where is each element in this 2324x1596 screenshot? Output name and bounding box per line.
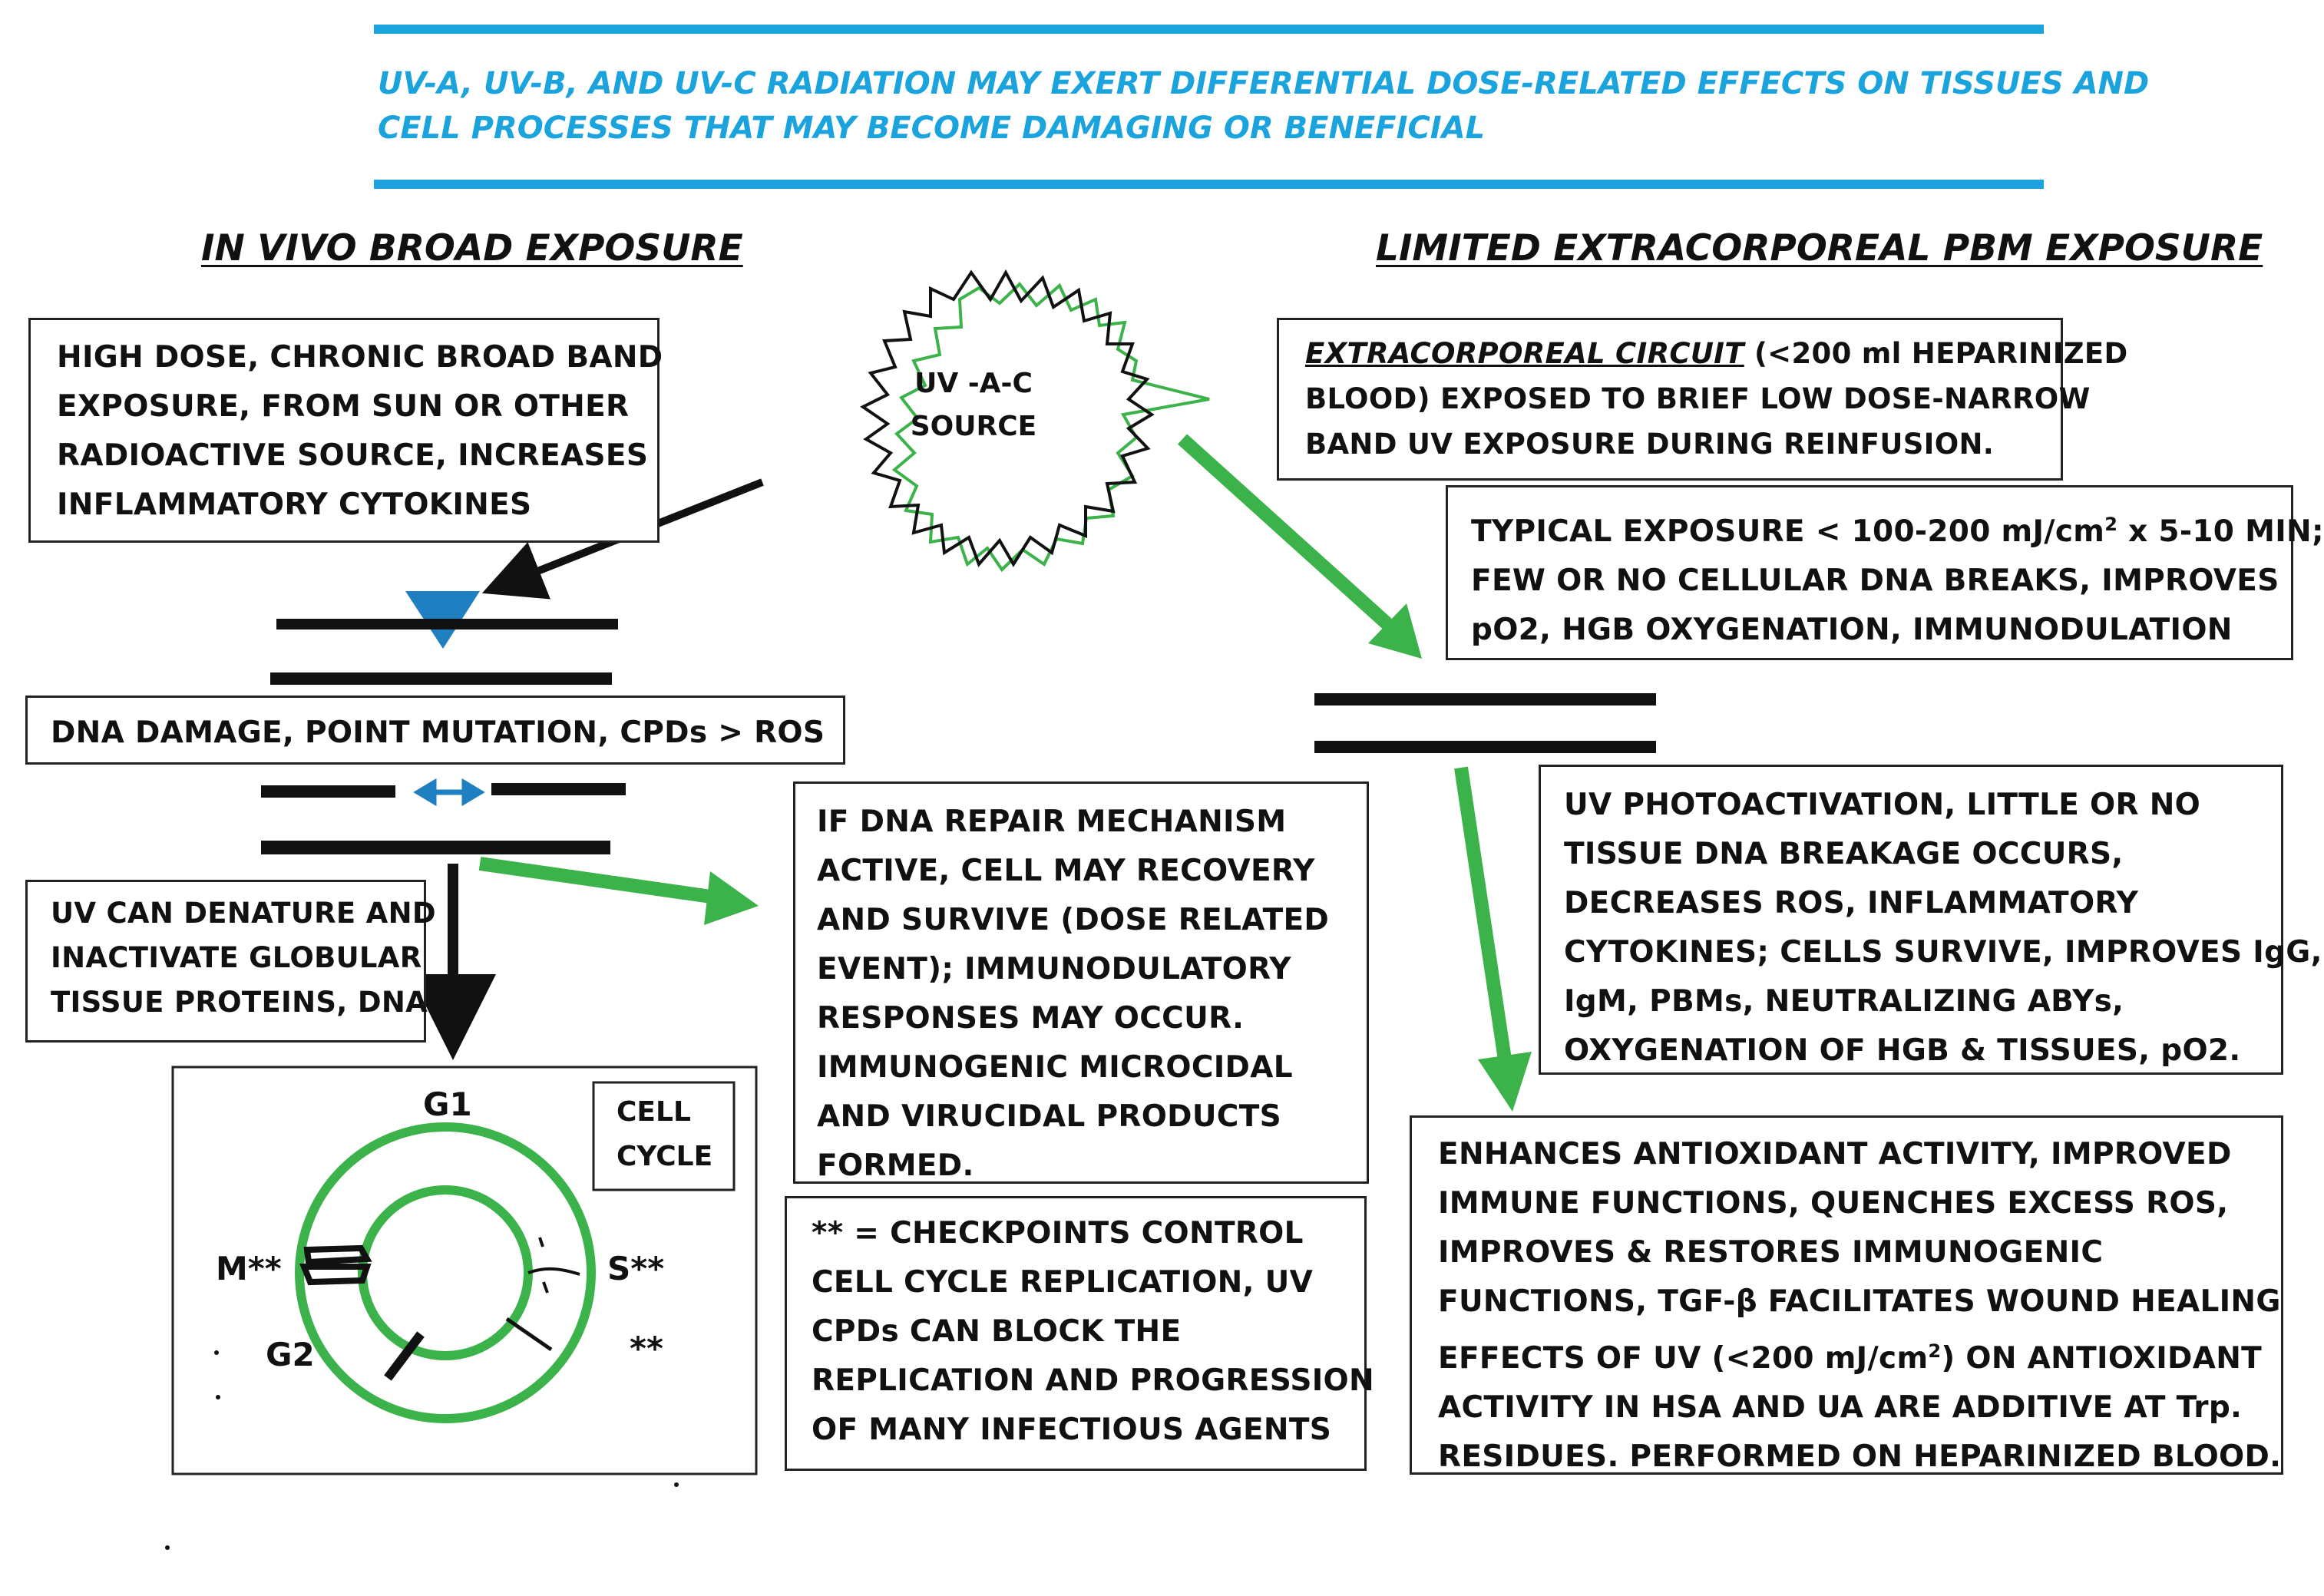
denature-line: TISSUE PROTEINS, DNA: [51, 986, 428, 1019]
cell-cycle-outer-ring: [295, 1122, 596, 1423]
typical-line-1: TYPICAL EXPOSURE < 100-200 mJ/cm2 x 5-10…: [1471, 500, 2324, 557]
enhances-line: EFFECTS OF UV (<200 mJ/cm2) ON ANTIOXIDA…: [1438, 1327, 2281, 1383]
repair-line: FORMED.: [817, 1148, 974, 1183]
double-arrow-icon: [413, 778, 485, 807]
circuit-line-3: BAND UV EXPOSURE DURING REINFUSION.: [1305, 428, 1995, 461]
photo-line: TISSUE DNA BREAKAGE OCCURS,: [1564, 837, 2124, 871]
repair-line: RESPONSES MAY OCCUR.: [817, 1001, 1245, 1036]
denature-box: UV CAN DENATURE AND INACTIVATE GLOBULAR …: [25, 880, 436, 1043]
repair-line: IMMUNOGENIC MICROCIDAL: [817, 1050, 1293, 1085]
cell-cycle-title-line-2: CYCLE: [617, 1141, 713, 1172]
stray-dot: [214, 1350, 219, 1355]
typical-exposure-box: TYPICAL EXPOSURE < 100-200 mJ/cm2 x 5-10…: [1446, 485, 2324, 660]
arrow-to-repair: [478, 857, 759, 925]
photoactivation-box: UV PHOTOACTIVATION, LITTLE OR NO TISSUE …: [1539, 765, 2322, 1075]
arrow-source-to-right: [1177, 434, 1422, 659]
phase-g2-label: G2: [266, 1336, 315, 1373]
bottom-rule: [374, 180, 2044, 189]
checkpoints-line: CPDs CAN BLOCK THE: [812, 1314, 1182, 1349]
high-dose-line: INFLAMMATORY CYTOKINES: [57, 487, 532, 522]
checkpoints-box: ** = CHECKPOINTS CONTROL CELL CYCLE REPL…: [785, 1196, 1374, 1471]
stray-dot: [165, 1545, 170, 1550]
enhances-line: RESIDUES. PERFORMED ON HEPARINIZED BLOOD…: [1438, 1439, 2282, 1474]
stray-dot: [216, 1395, 220, 1399]
enhances-line-5a: EFFECTS OF UV (<200 mJ/cm: [1438, 1341, 1929, 1376]
arrow-down-right: [1454, 766, 1532, 1112]
right-bar-1: [1314, 693, 1656, 705]
photo-line: DECREASES ROS, INFLAMMATORY: [1564, 886, 2139, 920]
repair-line: AND VIRUCIDAL PRODUCTS: [817, 1099, 1282, 1134]
uv-source-line-1: UV -A-C: [914, 368, 1033, 399]
left-bar-1: [276, 619, 618, 629]
circuit-line-1-rest: (<200 ml HEPARINIZED: [1744, 337, 2128, 370]
repair-line: AND SURVIVE (DOSE RELATED: [817, 903, 1330, 937]
phase-g1-label: G1: [423, 1085, 472, 1123]
uv-source-label: UV -A-C SOURCE: [897, 362, 1050, 448]
top-rule: [374, 25, 2044, 34]
enhances-line: ENHANCES ANTIOXIDANT ACTIVITY, IMPROVED: [1438, 1137, 2232, 1171]
high-dose-box: HIGH DOSE, CHRONIC BROAD BAND EXPOSURE, …: [28, 318, 663, 543]
phase-s-label: S**: [607, 1250, 665, 1287]
uv-source-star: [860, 269, 1155, 567]
left-bar-4: [261, 841, 610, 854]
stray-dot: [674, 1482, 679, 1487]
circuit-line-1: EXTRACORPOREAL CIRCUIT (<200 ml HEPARINI…: [1305, 331, 2127, 376]
enhances-antioxidant-box: ENHANCES ANTIOXIDANT ACTIVITY, IMPROVED …: [1410, 1115, 2283, 1475]
banner-line-1: UV-A, UV-B, AND UV-C RADIATION MAY EXERT…: [378, 66, 2150, 101]
denature-line: UV CAN DENATURE AND: [51, 897, 436, 930]
enhances-sup: 2: [1928, 1340, 1942, 1362]
circuit-line-2: BLOOD) EXPOSED TO BRIEF LOW DOSE-NARROW: [1305, 382, 2091, 415]
photo-line: CYTOKINES; CELLS SURVIVE, IMPROVES IgG,: [1564, 935, 2322, 970]
typical-line-3: pO2, HGB OXYGENATION, IMMUNODULATION: [1471, 613, 2233, 647]
left-bar-3a: [261, 785, 395, 798]
right-bar-2: [1314, 741, 1656, 753]
left-bar-3b: [491, 783, 626, 795]
uv-source-line-2: SOURCE: [910, 411, 1037, 442]
repair-line: ACTIVE, CELL MAY RECOVERY: [817, 854, 1315, 888]
enhances-line-5b: ) ON ANTIOXIDANT: [1941, 1341, 2263, 1376]
dna-damage-text: DNA DAMAGE, POINT MUTATION, CPDs > ROS: [51, 715, 825, 750]
checkpoints-line: REPLICATION AND PROGRESSION: [812, 1363, 1374, 1398]
cell-cycle-panel: [171, 1066, 758, 1475]
typical-sup: 2: [2104, 514, 2118, 535]
cell-cycle-inner-ring: [358, 1185, 533, 1360]
extracorporeal-circuit-box: EXTRACORPOREAL CIRCUIT (<200 ml HEPARINI…: [1277, 318, 2127, 481]
enhances-line: ACTIVITY IN HSA AND UA ARE ADDITIVE AT T…: [1438, 1390, 2243, 1425]
typical-line-2: FEW OR NO CELLULAR DNA BREAKS, IMPROVES: [1471, 563, 2279, 598]
typical-line-1a: TYPICAL EXPOSURE < 100-200 mJ/cm: [1471, 514, 2105, 549]
repair-line: EVENT); IMMUNODULATORY: [817, 952, 1291, 986]
heading-extracorporeal: LIMITED EXTRACORPOREAL PBM EXPOSURE: [1376, 227, 2263, 269]
high-dose-line: RADIOACTIVE SOURCE, INCREASES: [57, 438, 649, 473]
checkpoints-line: OF MANY INFECTIOUS AGENTS: [812, 1413, 1332, 1447]
enhances-line: FUNCTIONS, TGF-β FACILITATES WOUND HEALI…: [1438, 1284, 2281, 1319]
phase-m-label: M**: [216, 1250, 282, 1287]
dna-repair-box: IF DNA REPAIR MECHANISM ACTIVE, CELL MAY…: [793, 781, 1369, 1184]
photo-line: IgM, PBMs, NEUTRALIZING ABYs,: [1564, 984, 2124, 1019]
left-bar-2: [270, 672, 612, 685]
cell-cycle-title-box: [592, 1081, 736, 1191]
high-dose-line: EXPOSURE, FROM SUN OR OTHER: [57, 389, 630, 424]
repair-line: IF DNA REPAIR MECHANISM: [817, 805, 1287, 839]
enhances-line: IMPROVES & RESTORES IMMUNOGENIC: [1438, 1235, 2104, 1270]
banner-title: UV-A, UV-B, AND UV-C RADIATION MAY EXERT…: [378, 61, 2150, 150]
banner-line-2: CELL PROCESSES THAT MAY BECOME DAMAGING …: [378, 111, 1486, 146]
typical-line-1b: x 5-10 MIN;: [2117, 514, 2324, 549]
checkpoint-marker-label: **: [630, 1330, 663, 1367]
photo-line: UV PHOTOACTIVATION, LITTLE OR NO: [1564, 788, 2201, 822]
checkpoints-line: CELL CYCLE REPLICATION, UV: [812, 1265, 1314, 1300]
dna-damage-box: DNA DAMAGE, POINT MUTATION, CPDs > ROS: [25, 696, 845, 765]
denature-line: INACTIVATE GLOBULAR: [51, 941, 422, 974]
cell-cycle-title-line-1: CELL: [617, 1096, 691, 1128]
heading-in-vivo: IN VIVO BROAD EXPOSURE: [201, 227, 743, 269]
photo-line: OXYGENATION OF HGB & TISSUES, pO2.: [1564, 1033, 2241, 1068]
high-dose-line: HIGH DOSE, CHRONIC BROAD BAND: [57, 340, 663, 375]
checkpoint-markers: [299, 1237, 580, 1381]
checkpoints-line: ** = CHECKPOINTS CONTROL: [812, 1216, 1304, 1251]
circuit-italic-term: EXTRACORPOREAL CIRCUIT: [1305, 337, 1744, 370]
enhances-line: IMMUNE FUNCTIONS, QUENCHES EXCESS ROS,: [1438, 1186, 2229, 1221]
